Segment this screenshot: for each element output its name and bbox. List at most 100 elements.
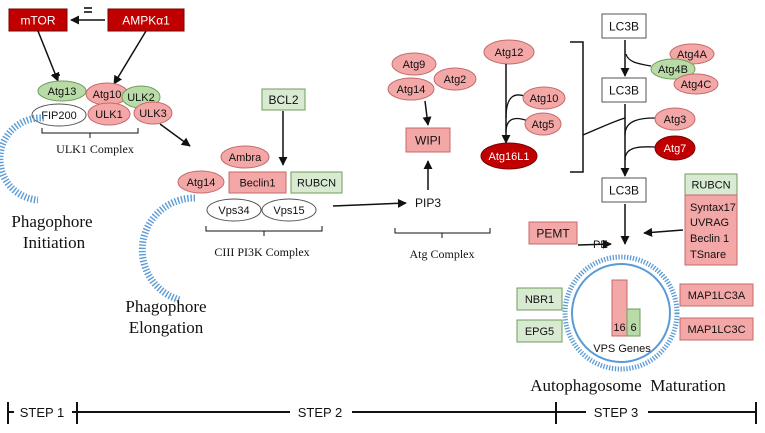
fip200-node [31,103,87,127]
step3-label: STEP 3 [594,405,639,420]
atg2-node [433,67,477,91]
map1lc3c-box [679,317,754,341]
vps-pink-bar [611,279,628,337]
atg9-label: Atg9 [403,59,426,71]
ampk-label: AMPKα1 [122,14,170,28]
atg4-input-curve [625,53,652,67]
atg13-node [37,80,87,102]
autophagosome-outer-membrane [562,254,680,372]
atg14-node [177,170,225,194]
atg7-node [654,135,696,161]
atg4b-node [650,58,696,80]
lc3b-mid-box [601,77,647,103]
bracket-to-lc3b-curve [582,117,626,136]
atg7-input-curve [624,146,656,161]
atg12-label: Atg12 [495,47,524,59]
map1lc3c-label: MAP1LC3C [687,324,745,336]
step-bar: STEP 1 STEP 2 STEP 3 [7,402,757,424]
ulk2-label: ULK2 [127,92,155,104]
atg5-label: Atg5 [532,119,555,131]
phagophore-elongation-membrane [138,194,196,304]
phagophore-elongation-line2: Elongation [129,318,204,337]
fip200-label: FIP200 [41,110,76,122]
atg5-input-curve [505,117,529,133]
step1-label-bg [14,404,72,420]
vps15-label: Vps15 [273,205,304,217]
atg12-node [483,39,535,65]
atg9-node [391,52,437,76]
vps-genes-label: VPS Genes [593,343,651,355]
rubcn-label-step2: RUBCN [297,178,336,190]
atg4b-label: Atg4B [658,64,688,76]
vps-pink-value: 16 [613,322,625,334]
ulk1-complex-bracket [41,128,139,138]
epg5-box [516,319,563,343]
rubcn-label-step3: RUBCN [691,180,730,192]
step2-group: BCL2 Ambra Atg14 Beclin1 RUBCN Vps34 Vps… [125,39,626,337]
atg16l1-node [480,142,538,170]
atg7-label: Atg7 [664,143,687,155]
atg9-to-wipi-arrow [422,100,432,126]
epg5-label: EPG5 [525,326,554,338]
atg4a-label: Atg4A [677,49,708,61]
atg10b-label: Atg10 [530,93,559,105]
atg13-label: Atg13 [48,86,77,98]
wipi-label: WIPI [415,134,441,148]
snare-to-vesicle-arrow [643,227,684,237]
pi3k-to-pip3-arrow [332,198,407,208]
map1lc3a-box [679,283,754,307]
ambra-label: Ambra [229,152,262,164]
lc3b-top-box [601,13,647,39]
wipi-box [405,127,451,153]
phagophore-initiation-membrane [0,114,45,204]
nbr1-box [516,287,563,311]
ambra-node [220,145,270,169]
bcl2-box [261,88,306,111]
ciii-pi3k-bracket [205,226,323,236]
pe-to-vesicle-arrow [577,239,612,249]
ulk3-node [133,101,173,125]
snare-line-2: UVRAG [690,217,729,229]
ulk1-label: ULK1 [95,109,123,121]
lc3b-low-box [601,177,647,203]
atg10b-node [522,86,566,110]
nbr1-label: NBR1 [525,294,554,306]
atg5-node [524,112,562,136]
atg-complex-label: Atg Complex [410,247,475,261]
atg14b-node [387,77,435,101]
step2-label-bg [290,404,352,420]
bcl2-label: BCL2 [268,93,298,107]
step3-group: LC3B Atg4A Atg4B Atg4C LC3B Atg3 Atg7 LC… [516,13,754,395]
pemt-label: PEMT [536,227,570,241]
beclin1-box [228,171,287,194]
atg2-label: Atg2 [444,74,467,86]
step3-label-bg [586,404,648,420]
vps15-node [261,198,317,222]
atg3-node [654,107,696,131]
ciii-pi3k-complex-label: CIII PI3K Complex [214,245,309,259]
step1-label: STEP 1 [20,405,65,420]
atg4c-label: Atg4C [681,79,712,91]
step1-group: mTOR AMPKα1 Atg13 FIP200 Atg10 ULK2 ULK1… [0,7,191,252]
phagophore-initiation-line1: Phagophore [11,212,92,231]
map1lc3a-label: MAP1LC3A [688,290,746,302]
vps-green-value: 6 [630,322,636,334]
pip3-label: PIP3 [415,196,441,210]
ulk1-complex-label: ULK1 Complex [56,142,134,156]
atg10-label: Atg10 [93,89,122,101]
atg4c-node [673,73,719,95]
atg14b-label: Atg14 [397,84,426,96]
lc3b-mid-label: LC3B [609,84,639,98]
lc3b-low-label: LC3B [609,184,639,198]
phagophore-elongation-line1: Phagophore [125,297,206,316]
mtor-label: mTOR [20,14,55,28]
ampk-to-ulk-arrow [113,30,147,85]
atg16l1-label: Atg16L1 [489,151,530,163]
snare-line-4: TSnare [690,249,726,261]
atg14-label: Atg14 [187,177,216,189]
autophagosome-maturation-label: Autophagosome Maturation [530,376,726,395]
phagophore-initiation-line2: Initiation [23,233,86,252]
ulk1-node [87,102,131,126]
